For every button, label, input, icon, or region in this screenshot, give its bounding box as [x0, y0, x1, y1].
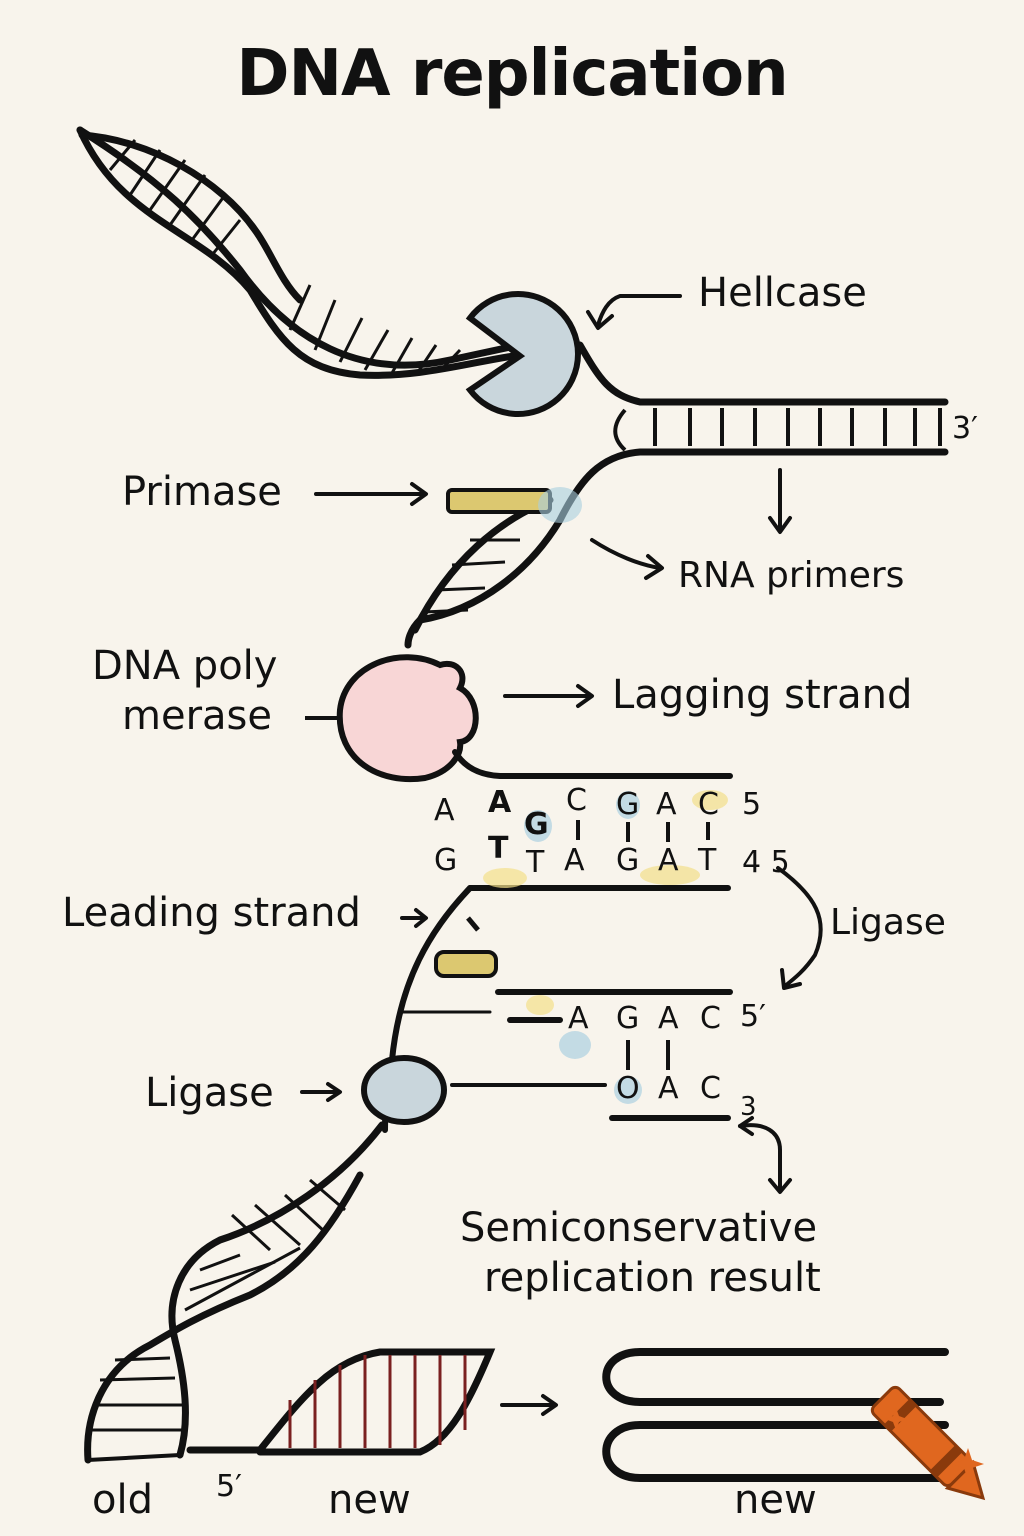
base-upper-1-3: C — [566, 783, 587, 818]
end-3-top: 3′ — [952, 411, 978, 446]
ligase-enzyme — [361, 1055, 447, 1125]
arrow-rna-primers — [590, 538, 662, 570]
base-upper-1-1: A — [488, 785, 512, 820]
label-new-left: new — [328, 1477, 411, 1523]
label-old: old — [92, 1477, 153, 1523]
arrow-helicase — [596, 294, 682, 327]
fork-rungs — [613, 408, 942, 452]
sparkle-icon — [885, 1408, 984, 1480]
base-upper-2-0: G — [434, 843, 458, 878]
helix-strand-b — [76, 126, 524, 379]
end-3-lower: 3 — [740, 1092, 757, 1122]
base-upper-1-5: A — [656, 787, 677, 822]
result-strands — [602, 1348, 949, 1482]
base-lower-1-2: A — [658, 1001, 679, 1036]
base-upper-2-3: A — [564, 843, 585, 878]
yellow-highlights — [483, 790, 728, 1015]
base-upper-1-2: G — [524, 807, 549, 842]
base-upper-2-2: T — [526, 845, 545, 880]
end-5-bottom: 5′ — [216, 1469, 242, 1504]
bottom-helix-rungs — [92, 1178, 346, 1432]
pair-ticks — [576, 820, 710, 1070]
end-5-row1: 5 — [742, 787, 762, 822]
label-semiconservative-line2: replication result — [484, 1255, 821, 1301]
label-primase: Primase — [122, 469, 282, 515]
helix-strand-a — [76, 126, 524, 369]
label-ligase-right: Ligase — [830, 902, 946, 943]
upper-rail-top — [452, 749, 733, 779]
base-upper-1-0: A — [434, 793, 455, 828]
primase-bar — [446, 488, 552, 514]
arrow-ligase-right — [776, 866, 823, 988]
primer-helix-rungs — [423, 538, 520, 614]
label-semiconservative-line1: Semiconservative — [460, 1205, 818, 1251]
blue-highlights — [524, 791, 642, 1104]
base-upper-1-6: C — [698, 787, 719, 822]
label-ligase-left: Ligase — [145, 1070, 274, 1116]
base-upper-2-4: G — [616, 843, 640, 878]
dna-polymerase-enzyme — [336, 654, 479, 783]
base-upper-2-1: T — [488, 831, 509, 866]
leading-primer — [434, 950, 498, 978]
helicase-enzyme — [465, 291, 581, 417]
base-lower-1-0: A — [568, 1001, 589, 1036]
primer-tick — [466, 916, 480, 932]
label-rna-primers: RNA primers — [678, 555, 905, 596]
base-lower-1-3: C — [700, 1001, 721, 1036]
arrow-semiconservative — [738, 1123, 782, 1192]
label-lagging-strand: Lagging strand — [612, 672, 913, 718]
bottom-helix-strand-a — [168, 1121, 386, 1459]
label-new-right: new — [734, 1477, 817, 1523]
top-helix — [76, 126, 524, 379]
base-lower-2-2: C — [700, 1071, 721, 1106]
base-upper-1-4: G — [616, 787, 640, 822]
end-45: 4 5 — [742, 845, 790, 880]
helix-strand-c — [78, 131, 304, 304]
base-lower-1-1: G — [616, 1001, 640, 1036]
bottom-helix-strand-b — [84, 1171, 364, 1464]
label-helicase: Hellcase — [698, 270, 867, 316]
base-upper-2-5: A — [658, 843, 679, 878]
new-strand-rungs — [288, 1355, 467, 1448]
result-strand-upper — [602, 1348, 949, 1406]
primase-highlight — [538, 487, 582, 523]
page-title: DNA replication — [236, 37, 788, 111]
base-lower-2-1: A — [658, 1071, 679, 1106]
fork-top-strand — [576, 341, 949, 406]
base-upper-2-6: T — [698, 843, 717, 878]
top-helix-rungs — [108, 139, 462, 374]
end-5-lower: 5′ — [740, 999, 766, 1034]
base-lower-2-0: O — [616, 1071, 640, 1106]
arrows — [300, 294, 823, 1416]
label-dna-polymerase-line1: DNA poly — [92, 643, 278, 689]
label-dna-polymerase-line2: merase — [122, 693, 272, 739]
fork-bottom-strand — [404, 448, 949, 649]
label-leading-strand: Leading strand — [62, 890, 361, 936]
result-strand-lower — [602, 1421, 949, 1482]
